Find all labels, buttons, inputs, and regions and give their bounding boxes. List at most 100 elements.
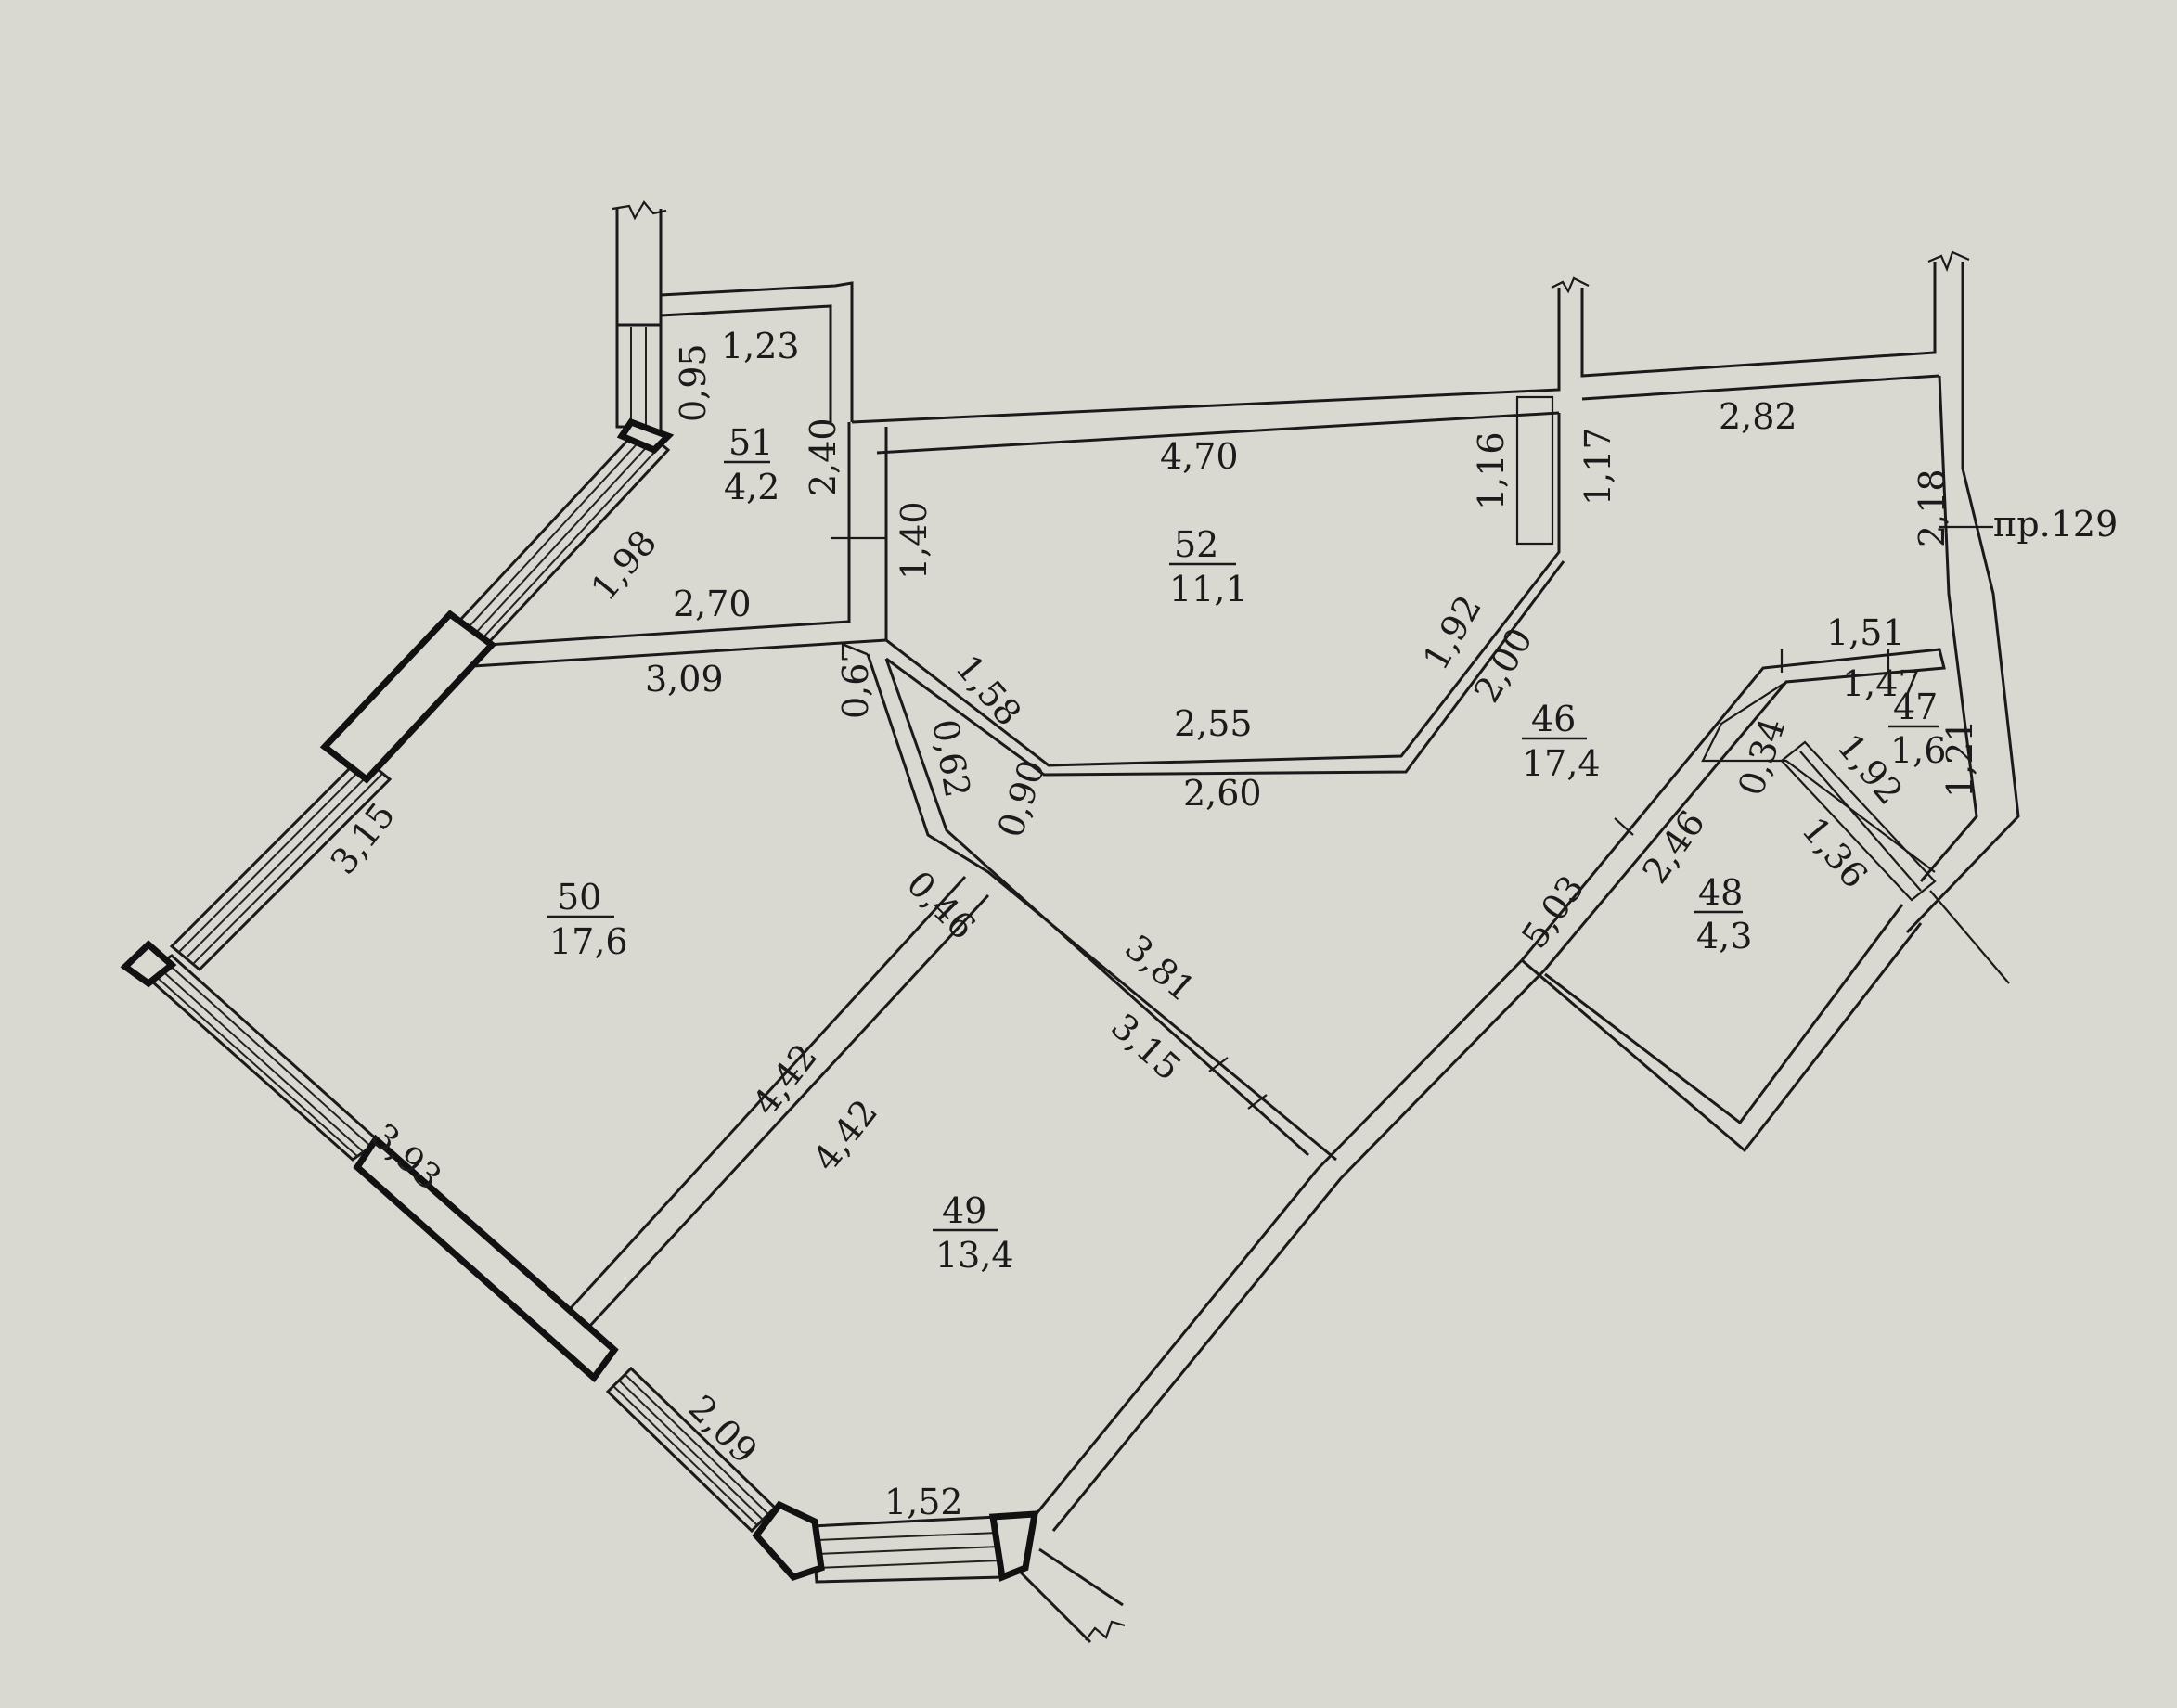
tick-46-right [1208,1057,1229,1072]
wall-top-long-r [1580,262,1937,378]
windows [120,417,1039,1582]
ext-hatch-2 [463,439,654,647]
dim-0-34: 0,34 [1731,713,1794,801]
room-47-label: 47 1,6 [1888,687,1946,771]
room-50-label: 50 17,6 [547,877,628,962]
wall-50-right [884,658,1310,1157]
wall-top-long [851,288,1561,424]
room-48-label: 48 4,3 [1694,872,1752,957]
room-46-label: 46 17,4 [1522,699,1601,784]
dim-3-09: 3,09 [645,659,724,700]
room-49-label: 49 13,4 [933,1190,1014,1276]
dim-1-92a: 1,92 [1415,588,1489,676]
ext-band-mid-left [169,753,393,972]
dim-1-47: 1,47 [1842,663,1921,704]
ext-hatch-1 [456,433,647,641]
wall-top-long-inner [876,411,1560,455]
wall-51-top-inner [660,304,832,422]
room-52-label: 52 11,1 [1169,524,1248,610]
dim-1-16: 1,16 [1471,431,1512,510]
wall-51-50-b [472,638,887,668]
dim-5-03: 5,03 [1514,868,1592,957]
dim-0-95: 0,95 [673,343,714,422]
wall-50-right-b [866,653,1337,1162]
annotation-pr129: пр.129 [1993,504,2118,545]
dim-4-42a: 4,42 [744,1036,825,1124]
ext-hatch-6 [192,773,383,965]
room-50-area: 17,6 [549,921,628,962]
room-51-number: 51 [728,422,773,463]
wall-right-outer [1905,262,2020,934]
dim-0-90: 0,90 [990,755,1053,842]
dim-2-18: 2,18 [1912,469,1952,547]
dim-3-15b: 3,15 [1103,1006,1189,1088]
ext-band-bottom-straight [810,1515,1004,1584]
wall-48-bottom-b [1544,904,1904,1125]
walls [472,200,2020,1644]
window-bottom-entrance [988,1510,1039,1582]
room-47-number: 47 [1893,687,1938,727]
room-52-area: 11,1 [1169,569,1248,610]
room-48-number: 48 [1698,872,1743,913]
wall-49-50-b [569,875,967,1310]
dim-2-70: 2,70 [673,584,752,624]
tick-48-top [1614,817,1634,836]
wall-52-bottom [884,413,1561,767]
window-upper-left [319,610,497,784]
ext-hatch-9 [149,970,359,1158]
wall-49-50 [587,893,990,1329]
wall-51-top [660,281,854,422]
dim-1-51: 1,51 [1826,612,1905,653]
room-49-number: 49 [942,1190,986,1231]
ext-hatch-11 [618,1380,764,1521]
ext-hatch-12 [612,1385,758,1526]
window-bottom-left [353,1134,619,1383]
wall-52-duct [1515,395,1554,546]
break-mark-top-left [612,200,667,221]
wall-49-right [1028,1168,1320,1522]
wall-48-duct [1780,740,1937,902]
break-mark-bottom [1085,1620,1126,1641]
ext-hatch-5 [185,767,376,959]
room-46-area: 17,4 [1522,743,1601,784]
room-47-area: 1,6 [1890,730,1946,771]
dim-2-60: 2,60 [1183,773,1262,814]
ext-hatch-4 [177,762,368,954]
ext-hatch-3 [470,444,662,651]
dim-2-82: 2,82 [1719,396,1797,437]
room-51-area: 4,2 [724,467,779,507]
wall-entrance-stub-b [1038,1547,1124,1607]
ext-band-top-stub [615,323,663,439]
room-46-number: 46 [1531,699,1576,739]
wall-48-top [1520,648,1946,970]
dim-1-40: 1,40 [894,501,934,580]
window-51-left [616,417,675,455]
dim-0-67: 0,67 [835,640,876,719]
room-52-number: 52 [1174,524,1218,565]
wall-48-duct-diag [1799,751,1922,892]
wall-top-long-r-inner [1581,374,1940,401]
ext-hatch-15 [816,1560,1001,1569]
window-lower-left [120,940,177,988]
dim-1-52: 1,52 [884,1482,963,1522]
window-bottom-corner [752,1500,825,1582]
wall-51-50 [486,422,851,647]
room-48-area: 4,3 [1696,916,1752,957]
dim-2-00: 2,00 [1466,621,1540,709]
ext-hatch-13 [816,1532,999,1541]
dim-1-36: 1,36 [1794,810,1875,896]
room-50-number: 50 [557,877,601,918]
wall-extension [1929,890,2010,984]
ext-hatch-10 [625,1374,769,1515]
wall-52-bottom-b [885,560,1565,777]
room-51-label: 51 4,2 [724,422,779,507]
dim-3-81: 3,81 [1117,927,1203,1009]
wall-entrance-stub [1014,1566,1092,1644]
dim-4-42b: 4,42 [805,1092,885,1179]
break-mark-top-mid [1551,276,1590,294]
dim-2-55: 2,55 [1174,703,1253,744]
tick-marks [831,536,1890,1110]
ext-band-bottom [605,1366,778,1534]
ext-hatch-7 [164,960,372,1148]
